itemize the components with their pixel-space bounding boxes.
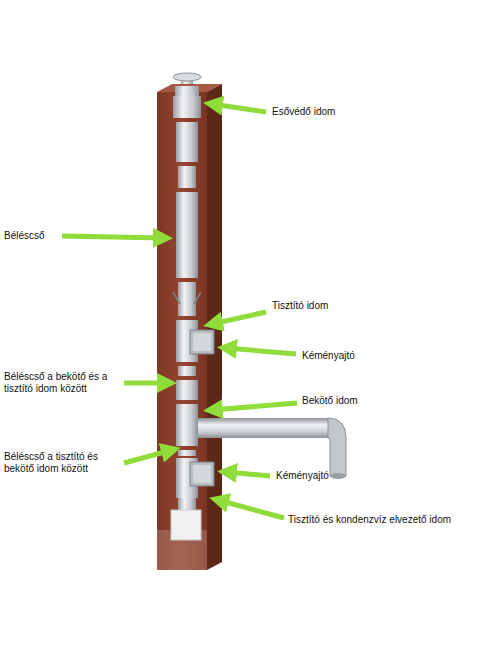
leader-arrow [124,381,168,386]
flue-elbow [328,418,346,476]
leader-arrow [62,236,164,238]
leader-arrow [212,312,266,324]
liner-pipe [178,498,196,510]
part-label: Béléscső [4,230,45,242]
part-label: Bekötő idom [302,395,358,407]
leader-arrow [212,104,266,112]
liner-pipe [176,192,198,278]
rain-cap [173,73,201,81]
chimney-side [207,84,222,570]
connection-element [176,404,198,446]
flue-elbow [330,473,346,479]
part-label: Tisztító és kondenzvíz elvezető idom [288,514,451,526]
condensate-box [171,510,201,540]
liner-pipe [176,122,198,162]
part-label: Tisztító idom [272,300,328,312]
flue-pipe [198,418,328,438]
leader-arrow [226,472,270,476]
leader-arrow [212,403,297,410]
leader-arrow [124,450,172,463]
chimney-door [190,462,214,486]
part-label: Kéményajtó [302,350,355,362]
part-label: Béléscső a bekötő és a tisztító idom köz… [4,371,120,395]
liner-pipe [178,366,196,376]
liner-pipe [178,282,196,316]
chimney-door [190,330,214,354]
chimney-door [193,465,211,483]
support-bracket [173,292,201,304]
liner-pipe [178,166,196,188]
chimney-door [193,333,211,351]
rain-cap-pipe [175,86,199,96]
part-label: Béléscső a tisztító és bekötő idom közöt… [4,451,120,475]
liner-pipe [176,380,198,400]
leader-arrow [218,500,284,518]
rain-cap-pipe [173,96,201,118]
part-label: Esővédő idom [272,106,335,118]
leader-arrow [226,348,296,354]
part-label: Kéményajtó [276,470,329,482]
liner-pipe [178,450,196,456]
